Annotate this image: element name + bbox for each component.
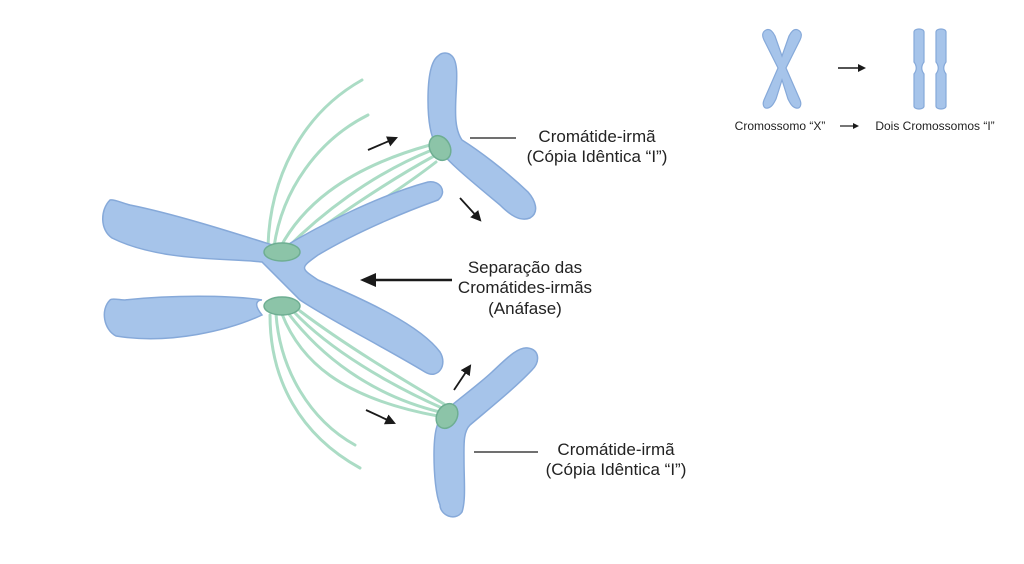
legend-caption-arrow: [840, 123, 859, 129]
legend-left-label: Cromossomo “X”: [734, 119, 826, 133]
top-chromatid-label: Cromátide-irmã (Cópia Idêntica “I”): [504, 127, 690, 168]
x-centromere-top: [263, 242, 301, 262]
bottom-label-line2: (Cópia Idêntica “I”): [545, 460, 687, 480]
legend-x-chromosome: [762, 28, 802, 109]
legend-right-label: Dois Cromossomos “I”: [875, 119, 995, 133]
chromatid-top-centromere: [428, 134, 452, 162]
legend-i-chromosomes: [913, 28, 947, 110]
separation-arrow: [360, 273, 452, 287]
top-label-line2: (Cópia Idêntica “I”): [526, 147, 668, 167]
movement-arrows: [365, 136, 482, 425]
chromatid-bottom: [433, 347, 539, 518]
center-label-line1: Separação das: [467, 258, 583, 277]
bottom-chromatid-label: Cromátide-irmã (Cópia Idêntica “I”): [523, 440, 709, 481]
center-label-line3: (Anáfase): [488, 298, 562, 318]
bottom-label-line1: Cromátide-irmã: [557, 440, 675, 459]
x-centromere-bottom: [263, 296, 301, 316]
center-separation-label: Separação das Cromátides-irmãs (Anáfase): [440, 258, 610, 319]
top-label-line1: Cromátide-irmã: [538, 127, 656, 146]
chromatid-top: [427, 52, 537, 220]
legend-arrow: [838, 64, 866, 72]
center-label-line2: Cromátides-irmãs: [457, 278, 593, 298]
spindle-fibers-bottom: [268, 309, 446, 470]
chromatid-bottom-centromere: [435, 402, 459, 430]
